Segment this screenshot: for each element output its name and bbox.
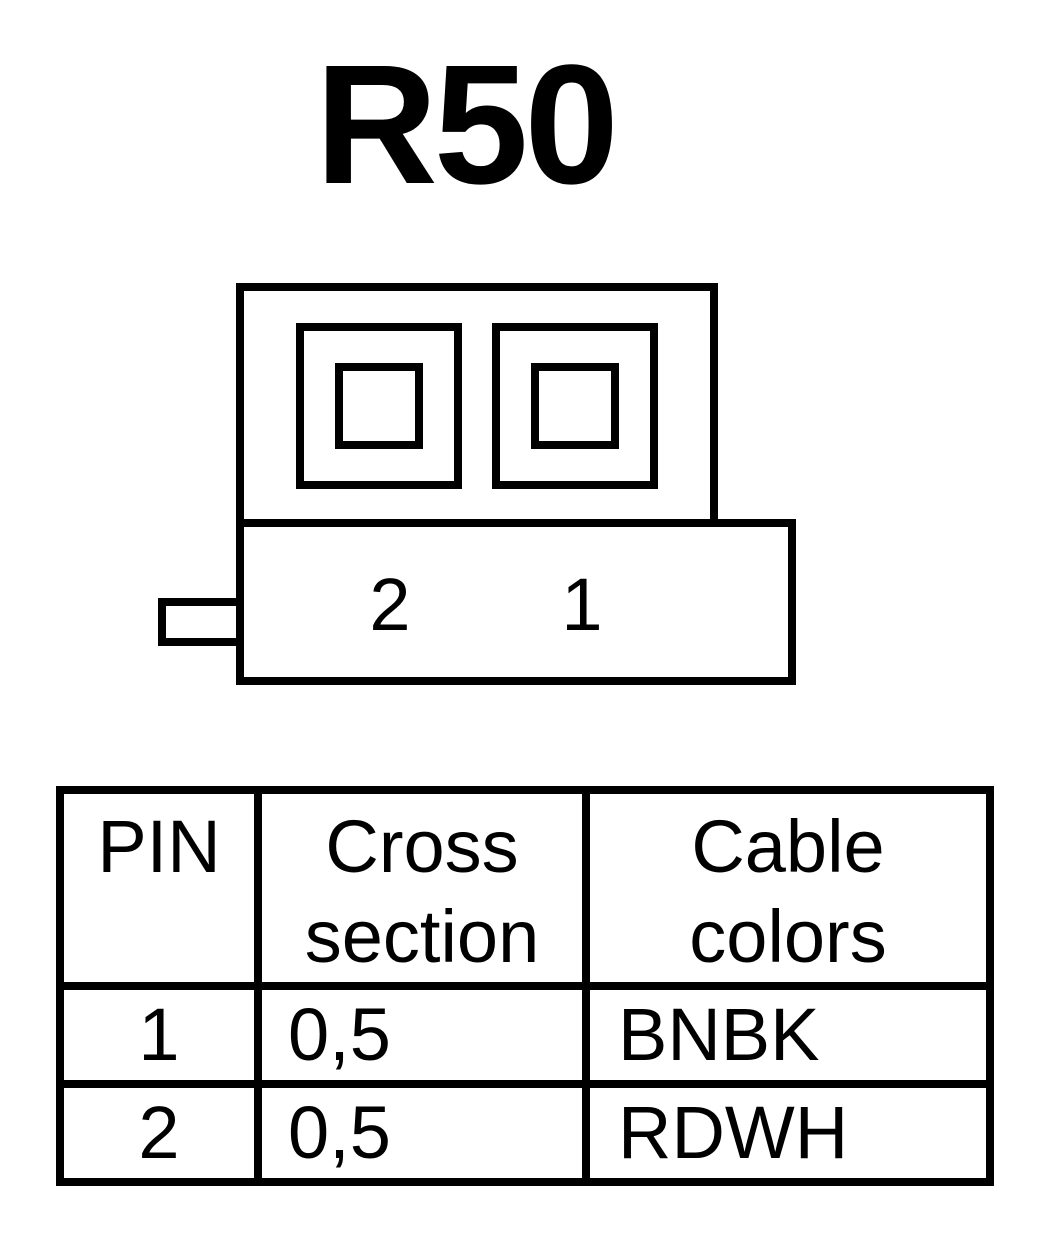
pin-label-2: 2 xyxy=(369,563,410,646)
header-cross-section-line1: Cross xyxy=(325,805,519,888)
connector-title: R50 xyxy=(315,30,619,220)
pin-cavity-2-inner xyxy=(335,363,423,449)
cell-cable-colors: BNBK xyxy=(582,982,994,1088)
connector-latch-tab xyxy=(158,598,244,646)
pin-assignment-table: PIN Cross section Cable colors 1 0,5 BNB… xyxy=(56,786,994,1186)
pin-cavity-2-outer xyxy=(296,323,462,489)
connector-drawing: 2 1 xyxy=(158,283,796,685)
pin-label-1: 1 xyxy=(561,563,602,646)
header-cross-section: Cross section xyxy=(254,786,590,990)
connector-housing-bottom xyxy=(236,519,796,685)
pin-cavity-1-inner xyxy=(531,363,619,449)
cell-cross-section: 0,5 xyxy=(254,982,590,1088)
table-row: 1 0,5 BNBK xyxy=(56,982,994,1088)
cell-pin: 1 xyxy=(56,982,262,1088)
header-cable-colors-line1: Cable xyxy=(691,805,885,888)
header-pin: PIN xyxy=(56,786,262,990)
header-cable-colors: Cable colors xyxy=(582,786,994,990)
table-row: 2 0,5 RDWH xyxy=(56,1080,994,1186)
cell-pin: 2 xyxy=(56,1080,262,1186)
cell-cable-colors: RDWH xyxy=(582,1080,994,1186)
header-cross-section-line2: section xyxy=(304,895,540,978)
header-pin-text: PIN xyxy=(97,805,221,888)
pin-cavity-1-outer xyxy=(492,323,658,489)
table-header-row: PIN Cross section Cable colors xyxy=(56,786,994,990)
cell-cross-section: 0,5 xyxy=(254,1080,590,1186)
header-cable-colors-line2: colors xyxy=(689,895,887,978)
